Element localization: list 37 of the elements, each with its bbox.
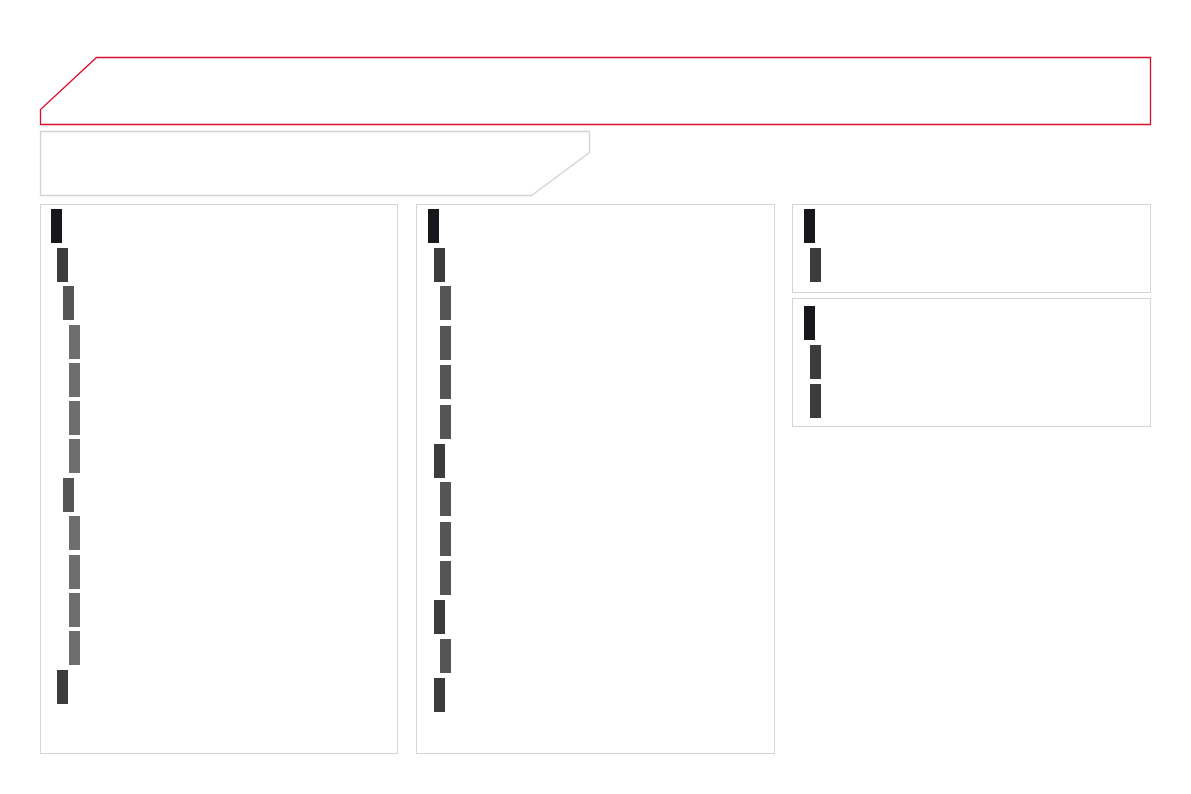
bar-marker-icon (428, 209, 439, 243)
bar-marker-icon (69, 401, 80, 435)
bar-marker-icon (63, 286, 74, 320)
bar-marker-icon (69, 593, 80, 627)
bar-marker-icon (810, 248, 821, 282)
content-panel (416, 204, 775, 754)
bar-marker-icon (63, 478, 74, 512)
bar-marker-icon (804, 209, 815, 243)
bar-marker-icon (434, 600, 445, 634)
bar-marker-icon (51, 209, 62, 243)
bar-marker-icon (440, 639, 451, 673)
bar-marker-icon (69, 631, 80, 665)
bar-marker-icon (440, 405, 451, 439)
bar-marker-icon (69, 363, 80, 397)
subtitle-banner (40, 131, 590, 196)
bar-marker-icon (440, 365, 451, 399)
bar-marker-icon (440, 326, 451, 360)
bar-marker-icon (810, 345, 821, 379)
bar-marker-icon (440, 522, 451, 556)
content-panel (40, 204, 398, 754)
bar-marker-icon (69, 325, 80, 359)
bar-marker-icon (69, 516, 80, 550)
bar-marker-icon (69, 555, 80, 589)
content-panel (792, 204, 1151, 293)
content-panel (792, 298, 1151, 427)
bar-marker-icon (440, 482, 451, 516)
bar-marker-icon (440, 561, 451, 595)
title-banner (40, 57, 1151, 125)
bar-marker-icon (69, 439, 80, 473)
bar-marker-icon (810, 384, 821, 418)
bar-marker-icon (804, 306, 815, 340)
bar-marker-icon (57, 248, 68, 282)
bar-marker-icon (434, 248, 445, 282)
bar-marker-icon (434, 678, 445, 712)
bar-marker-icon (440, 286, 451, 320)
bar-marker-icon (57, 670, 68, 704)
bar-marker-icon (434, 444, 445, 478)
